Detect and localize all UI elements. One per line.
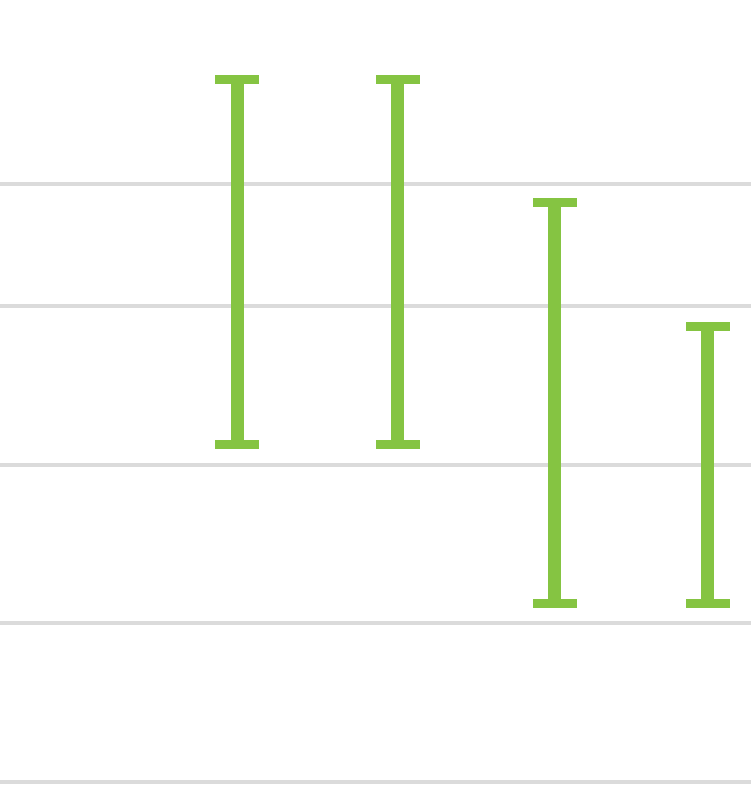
bar-stem [701,322,714,608]
range-bar [375,75,420,449]
bar-top-cap [375,75,420,84]
bar-bottom-cap [685,599,730,608]
bar-bottom-cap [532,599,577,608]
bar-stem [548,198,561,608]
range-bar [685,322,730,608]
bar-top-cap [215,75,259,84]
bar-top-cap [685,322,730,331]
bar-bottom-cap [375,440,420,449]
gridline [0,181,751,186]
range-bar [532,198,577,608]
gridline [0,780,751,784]
gridline [0,621,751,625]
bar-stem [230,75,244,449]
range-bar [215,75,259,449]
bar-stem [391,75,404,449]
gridline [0,304,751,308]
gridline [0,463,751,467]
bar-bottom-cap [215,440,259,449]
bar-top-cap [532,198,577,207]
